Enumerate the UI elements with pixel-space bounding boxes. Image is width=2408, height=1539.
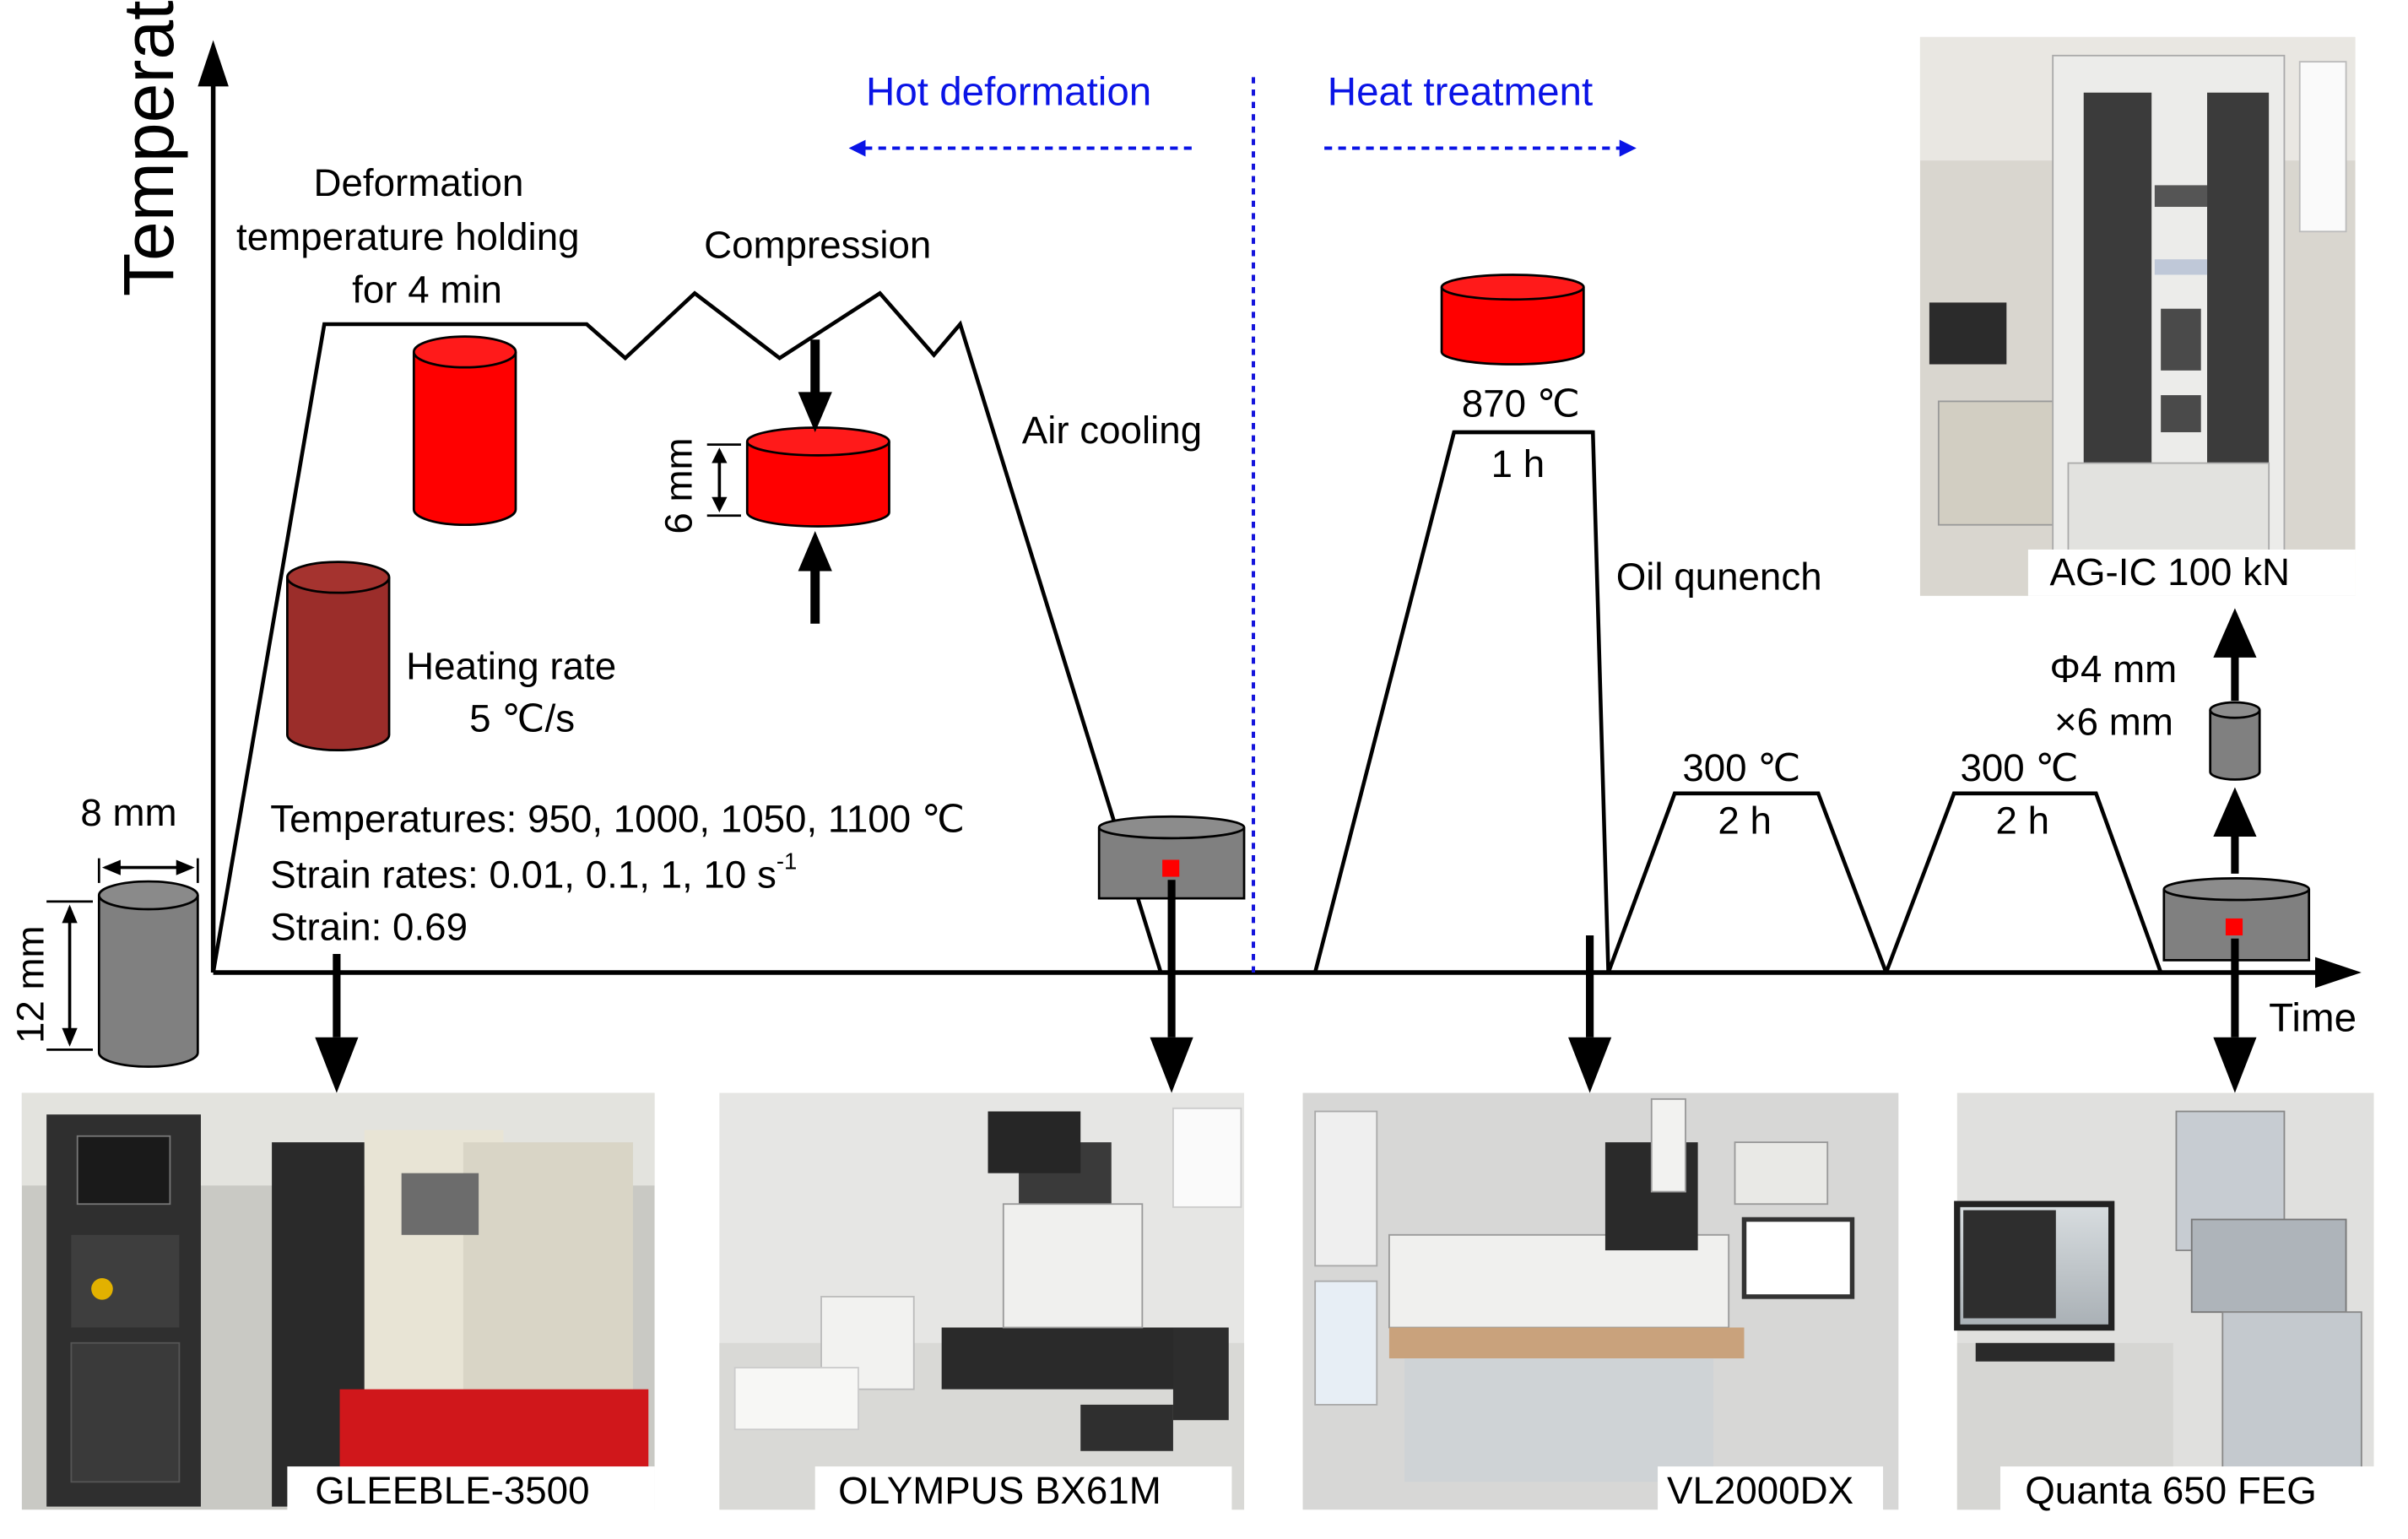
autograph-caption: AG-IC 100 kN bbox=[2050, 550, 2290, 593]
temper2-time-label: 2 h bbox=[1996, 799, 2050, 842]
quanta-caption: Quanta 650 FEG bbox=[2025, 1469, 2317, 1512]
holding-label-3: for 4 min bbox=[352, 268, 502, 311]
oil-quench-label: Oil qunench bbox=[1616, 555, 1822, 598]
x-axis-arrow-icon bbox=[2315, 956, 2362, 989]
compression-label: Compression bbox=[704, 223, 931, 266]
quanta-photo: Quanta 650 FEG bbox=[1954, 1092, 2374, 1513]
process-labels: Deformation temperature holding for 4 mi… bbox=[236, 161, 2177, 948]
quench-specimen bbox=[1440, 274, 1585, 366]
strain-label: Strain: 0.69 bbox=[270, 906, 468, 949]
dim-compressed-label: 6 mm bbox=[657, 437, 700, 534]
tensile-specimen-label-1: Φ4 mm bbox=[2050, 648, 2178, 691]
y-axis-arrow-icon bbox=[198, 40, 229, 87]
dim-width-label: 8 mm bbox=[80, 791, 176, 834]
heating-rate-label-2: 5 ℃/s bbox=[469, 697, 575, 740]
vl2000-caption: VL2000DX bbox=[1667, 1469, 1853, 1512]
temperatures-label: Temperatures: 950, 1000, 1050, 1100 ℃ bbox=[270, 798, 965, 841]
to-gleeble-arrow-icon bbox=[315, 1037, 359, 1093]
to-autograph-arrow-icon bbox=[2213, 608, 2257, 658]
quench-temp-label: 870 ℃ bbox=[1462, 382, 1580, 425]
axes: Temperature Time bbox=[109, 0, 2362, 1040]
tensile-specimen-label-2: ×6 mm bbox=[2054, 700, 2173, 743]
dim-height-label: 12 mm bbox=[8, 925, 51, 1043]
section-headers: Hot deformation Heat treatment bbox=[848, 69, 1637, 976]
to-tensile-arrow-icon bbox=[2213, 787, 2257, 837]
heating-specimen bbox=[286, 561, 391, 752]
olympus-photo: OLYMPUS BX61M bbox=[719, 1092, 1245, 1513]
temper-profile-2 bbox=[1884, 791, 2163, 973]
temper1-time-label: 2 h bbox=[1718, 799, 1772, 842]
to-quanta-arrow-icon bbox=[2213, 1037, 2257, 1093]
autograph-photo: AG-IC 100 kN bbox=[1919, 36, 2356, 596]
holding-label-2: temperature holding bbox=[236, 215, 580, 258]
hot-deformation-label: Hot deformation bbox=[866, 69, 1151, 114]
strain-rates-exponent: -1 bbox=[777, 848, 797, 874]
compress-up-arrow-icon bbox=[798, 530, 832, 572]
temper-profile-1 bbox=[1606, 791, 1888, 973]
olympus-caption: OLYMPUS BX61M bbox=[838, 1469, 1161, 1512]
gleeble-caption: GLEEBLE-3500 bbox=[315, 1469, 589, 1512]
to-olympus-arrow-icon bbox=[1150, 1037, 1193, 1093]
connector-arrows bbox=[315, 608, 2257, 1093]
tensile-specimen bbox=[2209, 701, 2261, 781]
initial-specimen: 8 mm 12 mm bbox=[8, 791, 199, 1068]
holding-label-1: Deformation bbox=[313, 161, 523, 204]
gleeble-photo: GLEEBLE-3500 bbox=[21, 1092, 655, 1513]
temper1-temp-label: 300 ℃ bbox=[1682, 746, 1800, 789]
x-axis-label: Time bbox=[2269, 995, 2357, 1040]
heat-treatment-label: Heat treatment bbox=[1328, 69, 1593, 114]
holding-specimen bbox=[412, 335, 517, 527]
hot-deformation-profile bbox=[211, 290, 1163, 973]
strain-rates-label: Strain rates: 0.01, 0.1, 1, 10 s-1 bbox=[270, 848, 797, 896]
compressed-specimen: 6 mm bbox=[657, 339, 890, 624]
vl2000-photo: VL2000DX bbox=[1302, 1092, 1899, 1513]
to-vl2000-arrow-icon bbox=[1568, 1037, 1612, 1093]
compress-down-arrow-icon bbox=[798, 392, 832, 432]
air-cooling-label: Air cooling bbox=[1022, 409, 1202, 452]
y-axis-label: Temperature bbox=[109, 0, 188, 296]
quench-profile bbox=[1312, 430, 1610, 973]
temper2-temp-label: 300 ℃ bbox=[1960, 746, 2078, 789]
heating-rate-label-1: Heating rate bbox=[406, 645, 616, 688]
quench-time-label: 1 h bbox=[1491, 442, 1545, 485]
